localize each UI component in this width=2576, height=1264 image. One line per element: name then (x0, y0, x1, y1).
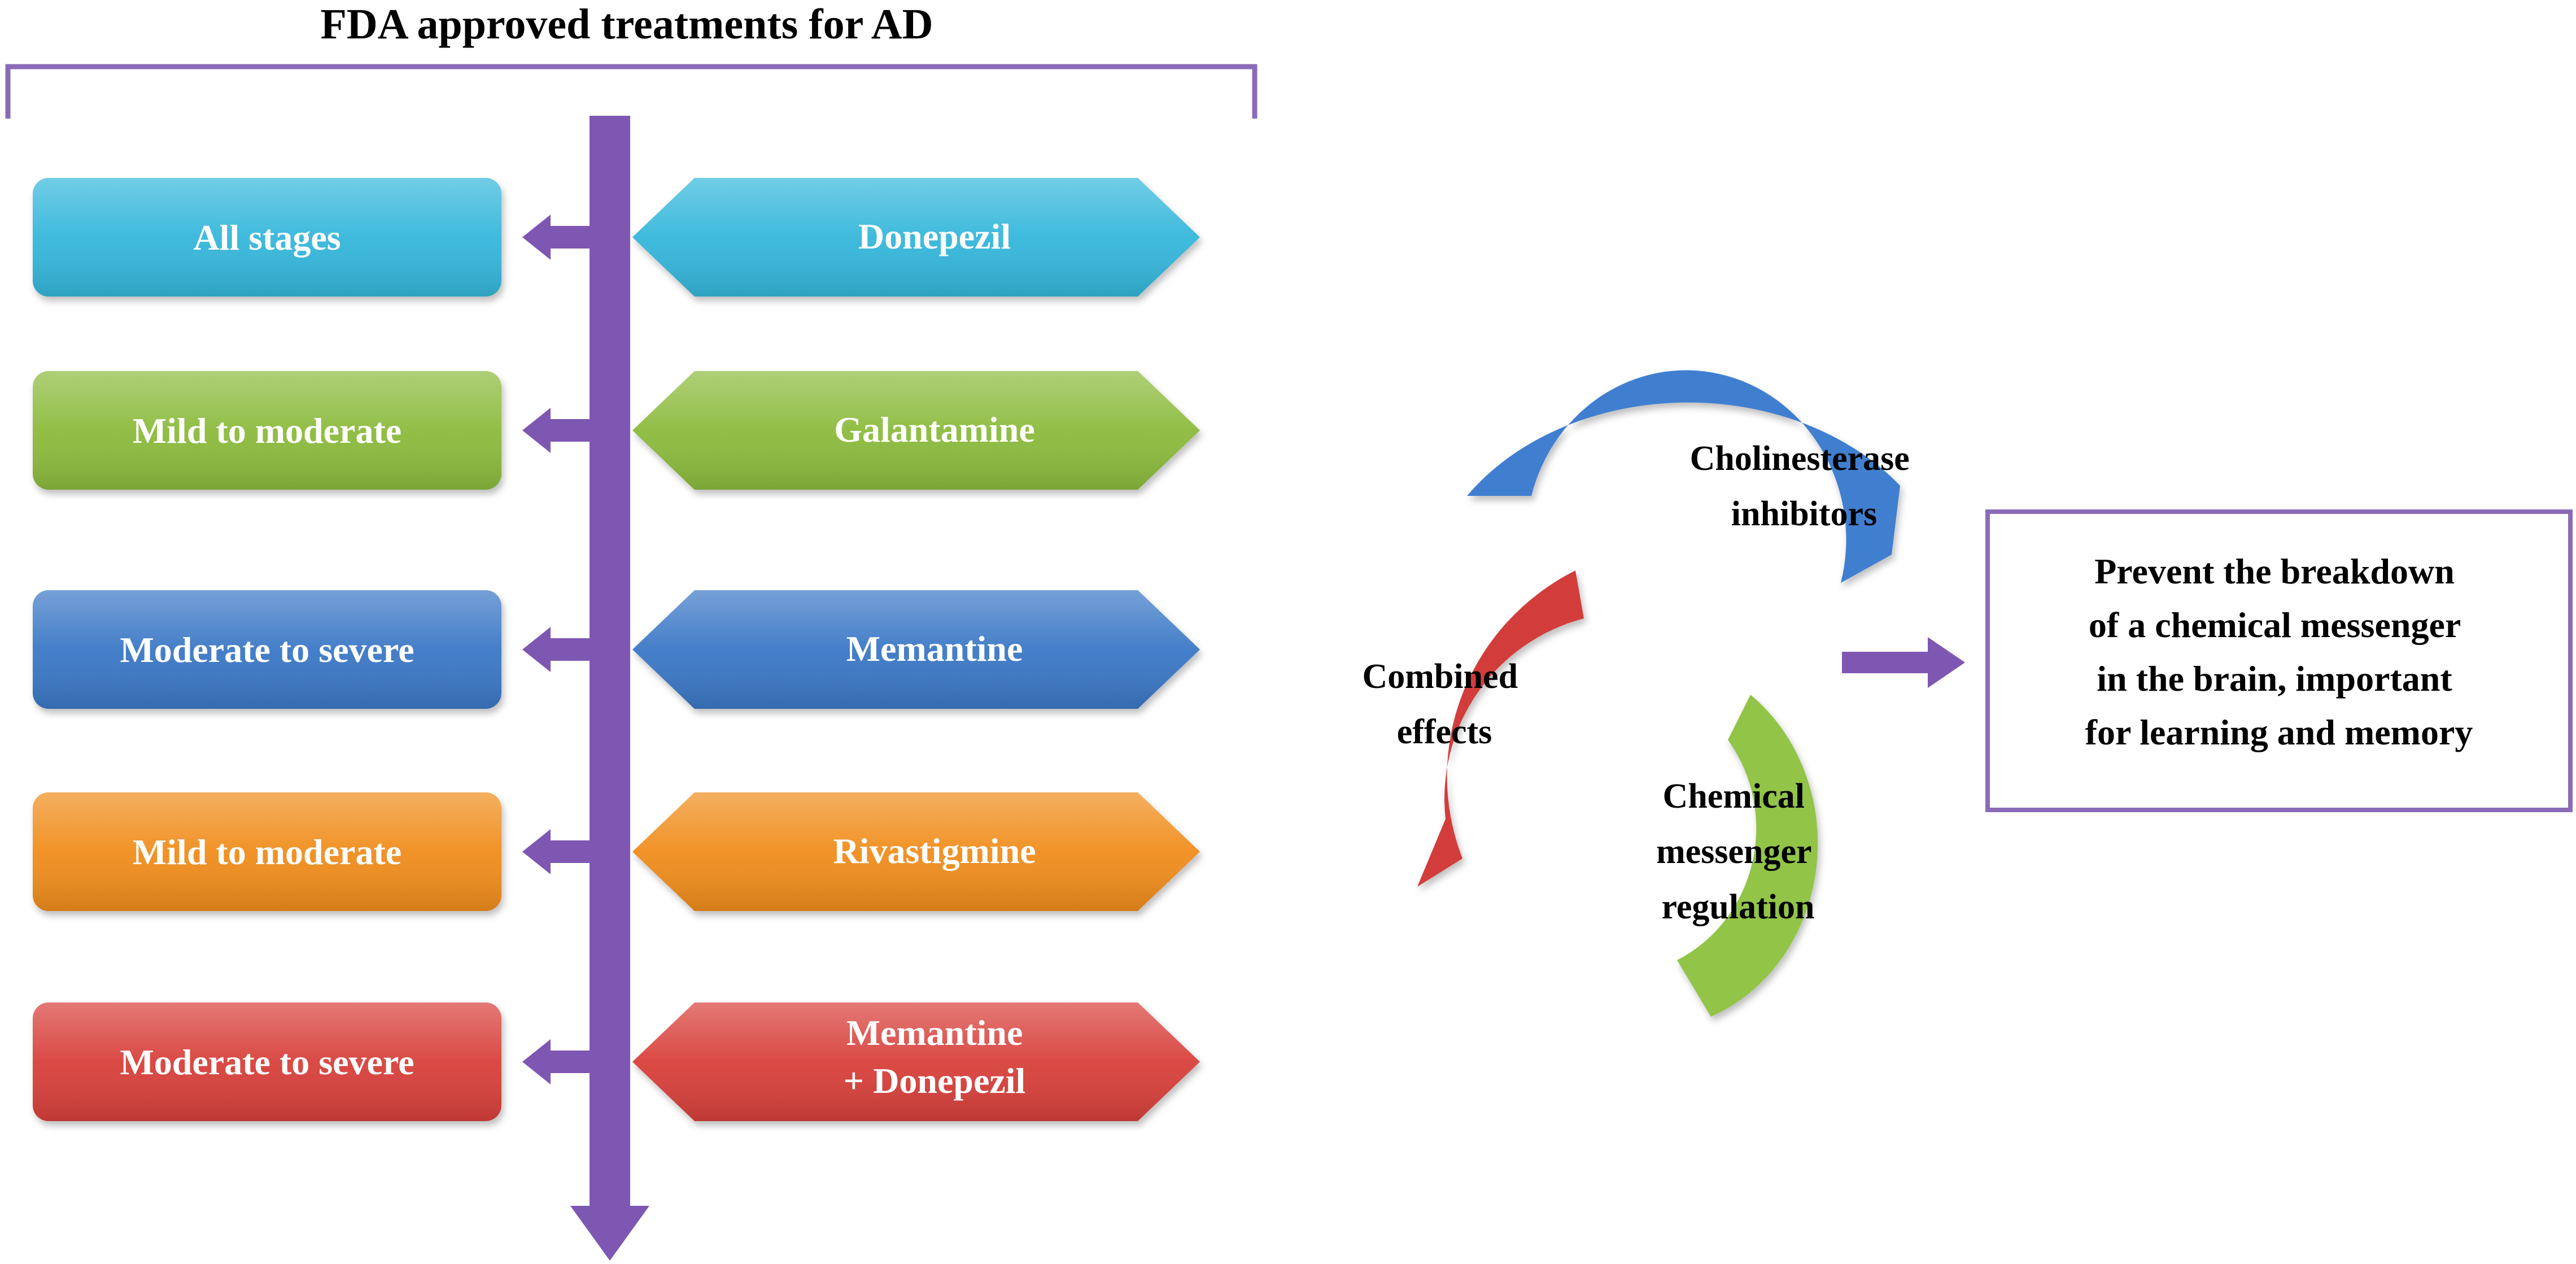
combined-effects-label: Combined effects (1362, 657, 1526, 751)
chemical-regulation-arrow (1677, 695, 1818, 1017)
cholinesterase-arrow (1467, 370, 1900, 583)
stage-label: All stages (193, 217, 340, 258)
treatment-row: Moderate to severe Memantine (33, 590, 1200, 709)
stage-label: Moderate to severe (120, 1042, 414, 1082)
stage-pointer-arrow (522, 1039, 590, 1084)
drug-label: Memantine (846, 629, 1023, 669)
drug-label: Rivastigmine (833, 831, 1036, 871)
outcome-connector-arrow (1842, 637, 1965, 688)
stage-pointer-arrow (522, 627, 590, 672)
drug-label: Galantamine (834, 409, 1035, 450)
stage-pointer-arrow (522, 829, 590, 874)
drug-label: Memantine+ Donepezil (844, 1013, 1026, 1101)
timeline-arrow (570, 116, 649, 1261)
stage-label: Mild to moderate (133, 411, 401, 451)
title-bracket (5, 64, 1258, 119)
outcome-box (1985, 509, 2573, 812)
diagram-title: FDA approved treatments for AD (320, 1, 933, 48)
stage-pointer-arrow (522, 408, 590, 453)
combined-effects-arrow (1417, 570, 1584, 887)
chemical-regulation-label: Chemical messenger regulation (1656, 777, 1820, 926)
treatment-row: Mild to moderate Galantamine (33, 371, 1200, 490)
treatment-row: Moderate to severe Memantine+ Donepezil (33, 1003, 1200, 1121)
stage-label: Mild to moderate (133, 832, 401, 872)
treatment-row: All stages Donepezil (33, 178, 1200, 297)
cycle-diagram (1417, 370, 1900, 1017)
treatment-row: Mild to moderate Rivastigmine (33, 792, 1200, 911)
cholinesterase-label: Cholinesterase inhibitors (1690, 439, 1919, 533)
stage-label: Moderate to severe (120, 630, 414, 670)
outcome-text: Prevent the breakdown of a chemical mess… (2085, 551, 2473, 752)
drug-label: Donepezil (858, 216, 1011, 256)
stage-pointer-arrow (522, 215, 590, 260)
